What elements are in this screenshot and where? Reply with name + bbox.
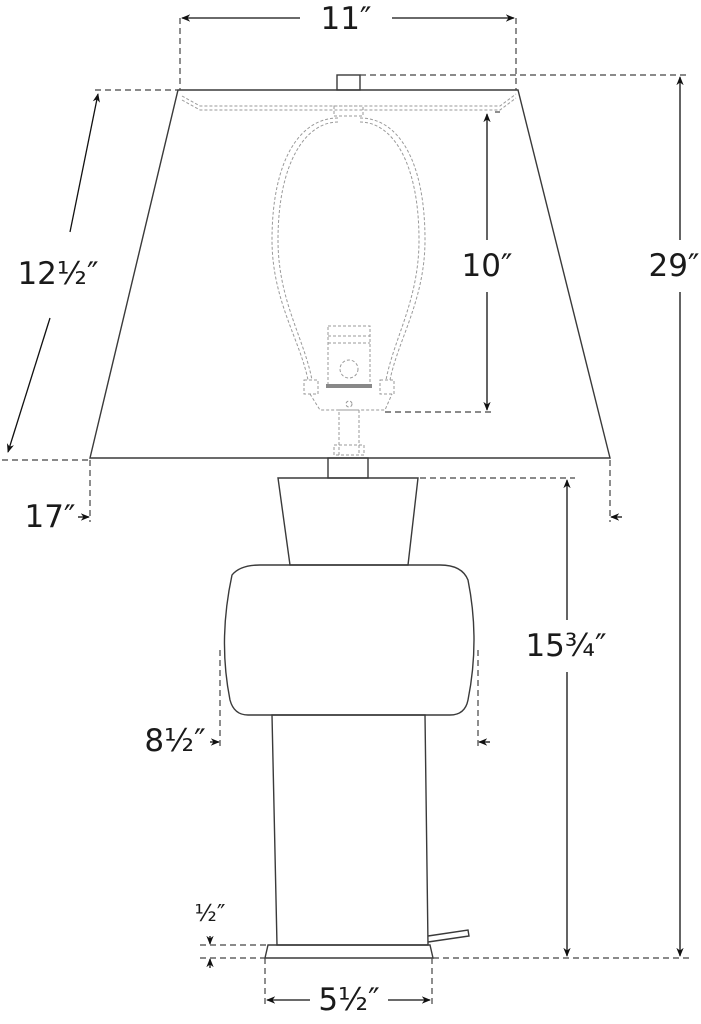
dimension-lines [2, 14, 690, 1008]
base-height-label: 15¾″ [525, 628, 606, 664]
shade-slant-label: 12½″ [17, 256, 98, 292]
plinth-width-label: 5½″ [318, 982, 379, 1018]
overall-height-label: 29″ [648, 248, 699, 284]
socket [326, 325, 372, 456]
power-cord [427, 929, 470, 943]
lamp-base [223, 457, 475, 959]
finial [333, 74, 364, 117]
shade-bottom-width-label: 17″ [24, 499, 75, 535]
harp-height-label: 10″ [461, 248, 512, 284]
harp [271, 117, 426, 411]
shade-top-width-label: 11″ [320, 1, 371, 37]
body-width-label: 8½″ [144, 723, 205, 759]
plinth-height-label: ½″ [195, 901, 226, 927]
lamp-shade [89, 89, 611, 459]
